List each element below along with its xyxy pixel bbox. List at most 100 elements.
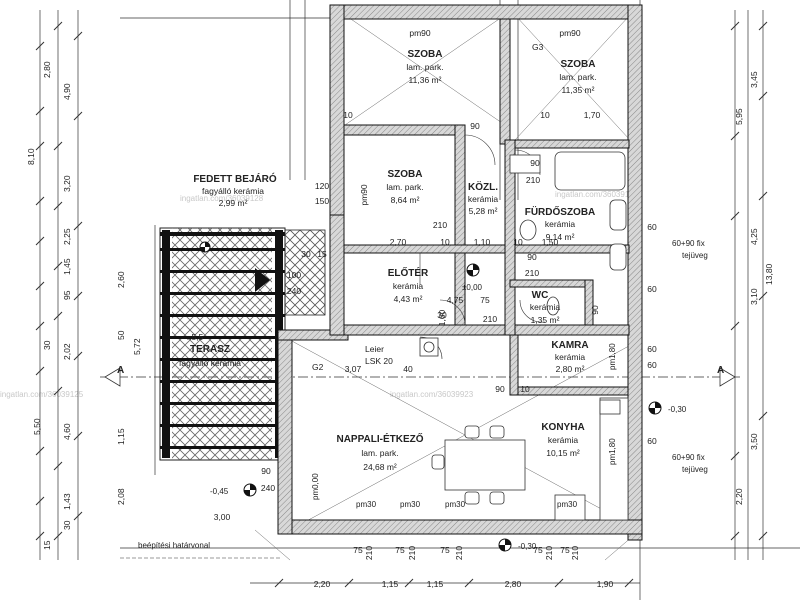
section-arrow-left — [104, 367, 121, 387]
room-name: KAMRA — [551, 340, 588, 351]
svg-text:1,15: 1,15 — [427, 579, 444, 589]
svg-text:10: 10 — [440, 237, 450, 247]
room-labels: pm90 SZOBA lam. park. 11,36 m² pm90 SZOB… — [179, 28, 597, 472]
svg-text:1,15: 1,15 — [382, 579, 399, 589]
svg-text:2,20: 2,20 — [314, 579, 331, 589]
svg-text:10: 10 — [540, 110, 550, 120]
watermark: ingatlan.com/36039128 — [180, 194, 264, 203]
room-name: SZOBA — [561, 59, 596, 70]
pm-label: pm0,00 — [311, 473, 320, 500]
svg-text:30: 30 — [301, 249, 311, 259]
svg-text:75: 75 — [395, 545, 405, 555]
svg-text:75: 75 — [560, 545, 570, 555]
svg-text:210: 210 — [433, 220, 447, 230]
room-area: 24,68 m² — [363, 462, 397, 472]
room-floor: lam. park. — [406, 62, 443, 72]
dimension-labels-right: 3,45 5,95 4,25 3,10 13,80 2,20 3,50 — [734, 71, 774, 505]
svg-text:40: 40 — [403, 364, 413, 374]
lintel-label: G3 — [532, 42, 544, 52]
beam-type: LSK 20 — [365, 356, 393, 366]
window-label: tejüveg — [682, 465, 708, 474]
svg-text:95: 95 — [62, 290, 72, 300]
svg-text:90: 90 — [470, 121, 480, 131]
svg-text:1,43: 1,43 — [62, 493, 72, 510]
svg-text:10: 10 — [343, 110, 353, 120]
svg-text:90: 90 — [527, 252, 537, 262]
svg-text:2,80: 2,80 — [42, 61, 52, 78]
section-arrow-right — [719, 367, 736, 387]
pm-label: pm1,80 — [608, 343, 617, 370]
svg-text:60: 60 — [647, 360, 657, 370]
room-pm: pm90 — [409, 28, 431, 38]
room-name: SZOBA — [388, 169, 423, 180]
room-area: 5,28 m² — [469, 206, 498, 216]
room-area: 8,64 m² — [391, 195, 420, 205]
svg-text:60: 60 — [647, 436, 657, 446]
room-area: 9,14 m² — [546, 232, 575, 242]
room-name: FÜRDŐSZOBA — [525, 205, 596, 218]
svg-text:60: 60 — [647, 222, 657, 232]
level-label: -0,30 — [518, 542, 537, 551]
svg-text:1,90: 1,90 — [597, 579, 614, 589]
room-floor: kerámia — [468, 194, 499, 204]
svg-text:50: 50 — [116, 330, 126, 340]
watermark: ingatlan.com/36039125 — [0, 390, 84, 399]
svg-text:5,95: 5,95 — [734, 108, 744, 125]
watermark: ingatlan.com/36039923 — [390, 390, 474, 399]
svg-text:2,25: 2,25 — [62, 228, 72, 245]
svg-text:1,10: 1,10 — [474, 237, 491, 247]
room-floor: fagyálló kerámia — [179, 358, 241, 368]
svg-text:4,75: 4,75 — [447, 295, 464, 305]
svg-text:3,20: 3,20 — [62, 175, 72, 192]
room-area: 1,35 m² — [531, 315, 560, 325]
beam-label: Leier — [365, 344, 384, 354]
window-label: tejüveg — [682, 251, 708, 260]
room-floor: fagyálló kerámia — [202, 186, 264, 196]
room-area: ..5,5 — [187, 332, 204, 342]
dimension-labels-bottom: 2,20 1,15 1,15 2,80 1,90 3,00 240 90 75 … — [214, 466, 614, 589]
level-markers — [199, 241, 662, 552]
svg-text:150: 150 — [315, 196, 329, 206]
boundary-label: beépítési határvonal — [138, 541, 210, 550]
level-label: ±0,00 — [462, 283, 483, 292]
room-name: SZOBA — [408, 49, 443, 60]
svg-text:75: 75 — [480, 295, 490, 305]
room-area: 11,36 m² — [409, 75, 442, 85]
window-label: 60+90 fix — [672, 239, 705, 248]
room-floor: kerámia — [393, 281, 424, 291]
svg-text:4,25: 4,25 — [749, 228, 759, 245]
annotations: Leier LSK 20 G2 G3 ±0,00 -0,30 -0,30 -0,… — [210, 42, 708, 551]
room-name: FEDETT BEJÁRÓ — [193, 172, 277, 185]
room-pm: pm90 — [559, 28, 581, 38]
svg-text:1,45: 1,45 — [62, 258, 72, 275]
svg-text:60: 60 — [647, 344, 657, 354]
svg-text:120: 120 — [315, 181, 329, 191]
pm-label: pm30 — [400, 500, 421, 509]
room-area: 2,80 m² — [556, 364, 585, 374]
svg-text:3,00: 3,00 — [214, 512, 231, 522]
section-label: A — [117, 365, 124, 376]
lintel-label: G2 — [312, 362, 324, 372]
room-area: 4,43 m² — [394, 294, 423, 304]
svg-text:210: 210 — [454, 546, 464, 560]
pm-label: pm30 — [445, 500, 466, 509]
room-name: ELŐTÉR — [388, 266, 429, 279]
watermark: ingatlan.com/36039128 — [555, 190, 639, 199]
room-area: 11,35 m² — [562, 85, 595, 95]
svg-text:30: 30 — [62, 520, 72, 530]
section-label: A — [717, 365, 724, 376]
dimension-ticks — [35, 21, 768, 588]
room-floor: kerámia — [555, 352, 586, 362]
svg-text:3,10: 3,10 — [749, 288, 759, 305]
level-label: -0,45 — [210, 487, 229, 496]
window-label: 60+90 fix — [672, 453, 705, 462]
svg-text:90: 90 — [590, 305, 600, 315]
svg-text:1,70: 1,70 — [584, 110, 601, 120]
svg-text:10: 10 — [513, 237, 523, 247]
room-floor: kerámia — [530, 302, 561, 312]
svg-text:1,50: 1,50 — [542, 237, 559, 247]
dimension-labels-left: 2,80 4,90 8,10 3,20 2,25 1,45 95 2,60 30… — [26, 61, 142, 550]
pm-label: pm30 — [356, 500, 377, 509]
svg-text:1,60: 1,60 — [437, 309, 447, 326]
pm-label: pm30 — [557, 500, 578, 509]
